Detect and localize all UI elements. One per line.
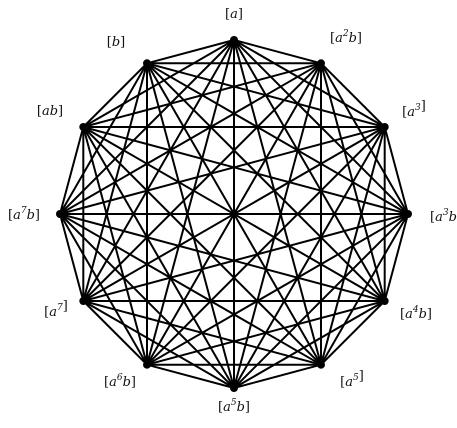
edge-v2-v11 bbox=[146, 62, 386, 128]
edge-v2-v7 bbox=[146, 126, 386, 366]
vertex-label-v1: [a2b] bbox=[330, 29, 362, 46]
vertex-label-v10: [ab] bbox=[37, 104, 63, 119]
vertex-label-v5: [a5] bbox=[340, 369, 364, 390]
vertex-label-v0: [a] bbox=[225, 7, 243, 22]
edge-v3-v10 bbox=[82, 126, 409, 215]
edge-v0-v7 bbox=[146, 39, 235, 366]
vertex-v8 bbox=[79, 297, 88, 305]
edge-v9-v11 bbox=[59, 62, 148, 215]
edge-v7-v8 bbox=[82, 300, 148, 366]
vertex-v10 bbox=[79, 123, 88, 131]
edge-v2-v9 bbox=[59, 126, 386, 215]
edge-v9-v10 bbox=[59, 126, 85, 215]
edge-v6-v10 bbox=[82, 126, 235, 389]
vertex-v2 bbox=[380, 123, 389, 131]
edge-v2-v3 bbox=[383, 126, 409, 215]
edge-v7-v10 bbox=[82, 126, 148, 366]
edge-v6-v11 bbox=[146, 62, 235, 389]
vertex-v0 bbox=[230, 36, 238, 44]
edge-v5-v10 bbox=[82, 126, 322, 366]
edge-v4-v5 bbox=[320, 300, 386, 366]
vertex-v7 bbox=[143, 360, 151, 369]
vertex-v4 bbox=[380, 297, 389, 305]
vertex-v9 bbox=[56, 210, 64, 218]
vertex-label-v2: [a3] bbox=[402, 99, 426, 120]
edge-v8-v9 bbox=[59, 213, 85, 302]
vertex-label-v8: [a7] bbox=[44, 299, 68, 320]
edge-v4-v11 bbox=[146, 62, 386, 302]
vertex-label-v11: [b] bbox=[107, 35, 125, 50]
edge-v10-v11 bbox=[82, 62, 148, 128]
edge-v3-v11 bbox=[146, 62, 409, 215]
edge-v3-v8 bbox=[82, 213, 409, 302]
edge-v0-v11 bbox=[146, 39, 235, 65]
edges-layer bbox=[59, 39, 409, 389]
edge-v1-v2 bbox=[320, 62, 386, 128]
edge-v0-v5 bbox=[233, 39, 322, 366]
edge-v6-v8 bbox=[82, 300, 235, 389]
vertex-label-v4: [a4b] bbox=[400, 305, 432, 322]
edge-v7-v9 bbox=[59, 213, 148, 366]
vertex-v6 bbox=[230, 384, 238, 392]
edge-v8-v11 bbox=[82, 62, 148, 302]
vertex-label-v6: [a5b] bbox=[218, 398, 250, 415]
edge-v1-v8 bbox=[82, 62, 322, 302]
edge-v4-v9 bbox=[59, 213, 386, 302]
edge-v5-v11 bbox=[146, 62, 322, 366]
vertices-layer bbox=[56, 36, 412, 392]
edge-v6-v7 bbox=[146, 363, 235, 389]
edge-v5-v9 bbox=[59, 213, 322, 366]
vertex-v1 bbox=[317, 59, 325, 68]
vertex-v5 bbox=[317, 360, 325, 369]
vertex-label-v3: [a3b bbox=[430, 208, 457, 225]
edge-v5-v6 bbox=[233, 363, 322, 389]
vertex-v3 bbox=[404, 210, 412, 218]
labels-layer: [a] [a2b] [a3] [a3b [a4b] [a5] [a5b] [a6b] [a7] [… bbox=[8, 7, 457, 415]
edge-v3-v4 bbox=[383, 213, 409, 302]
vertex-label-v9: [a7b] bbox=[8, 206, 40, 223]
edge-v1-v6 bbox=[233, 62, 322, 389]
vertex-label-v7: [a6b] bbox=[104, 373, 136, 390]
vertex-v11 bbox=[143, 59, 151, 68]
edge-v0-v1 bbox=[233, 39, 322, 65]
